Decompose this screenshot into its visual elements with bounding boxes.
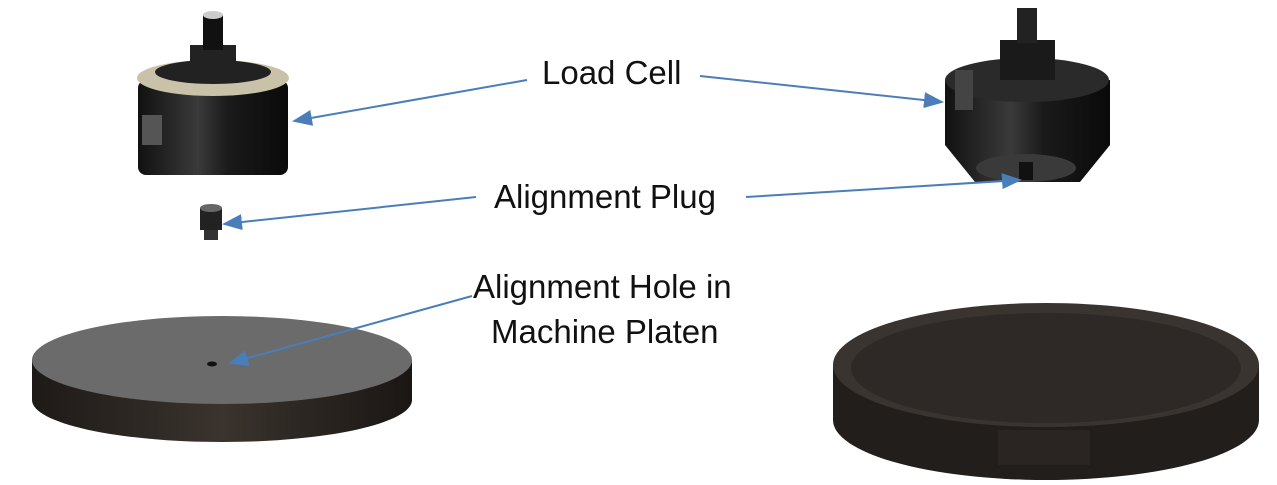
arrow-alignment-hole: [228, 295, 473, 366]
arrow-load-cell-left: [292, 79, 528, 126]
arrow-plug-left: [222, 196, 477, 231]
label-alignment-plug: Alignment Plug: [494, 178, 716, 215]
arrow-plug-right: [745, 173, 1022, 198]
alignment-hole: [207, 361, 217, 367]
platen-right: [833, 303, 1259, 480]
arrow-load-cell-right: [699, 75, 944, 109]
load-cell-left: [137, 11, 289, 175]
label-alignment-hole-line2: Machine Platen: [491, 313, 719, 350]
load-cell-right: [945, 8, 1110, 182]
platen-left: [32, 316, 412, 442]
label-alignment-hole-line1: Alignment Hole in: [473, 268, 732, 305]
alignment-plug-left: [200, 204, 222, 240]
label-load-cell: Load Cell: [542, 54, 682, 91]
